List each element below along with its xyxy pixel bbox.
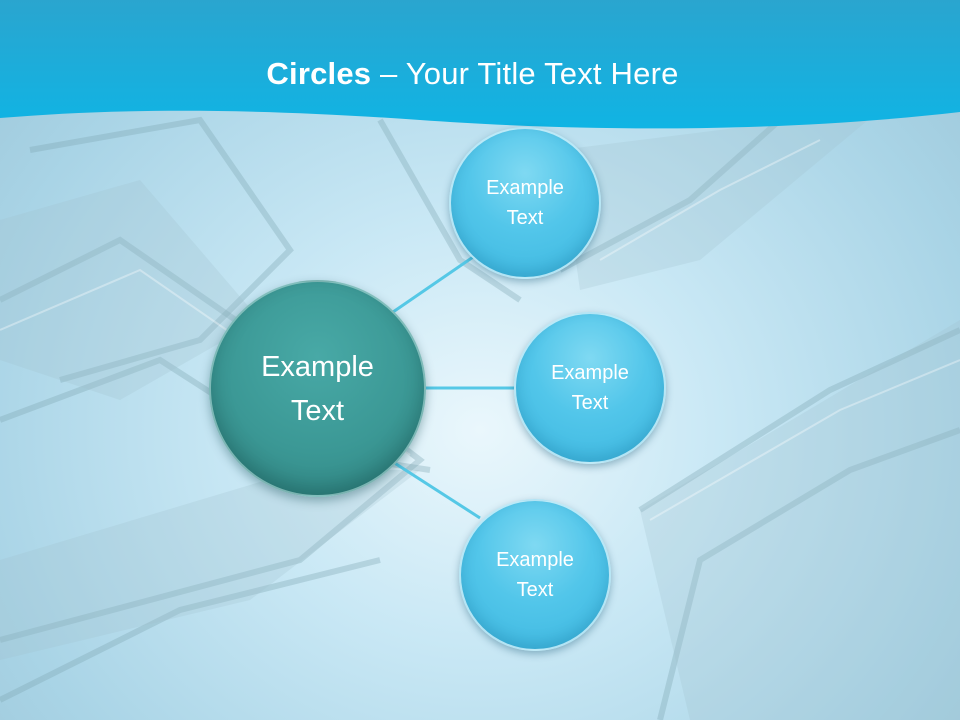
node-circle-middle: Example Text bbox=[514, 312, 666, 464]
node-label-line2: Text bbox=[506, 207, 544, 229]
node-label-line1: Example bbox=[496, 549, 574, 571]
connector-bottom bbox=[392, 460, 481, 520]
node-label-line1: Example bbox=[551, 362, 629, 384]
center-circle: Example Text bbox=[209, 280, 426, 497]
slide-title: Circles – Your Title Text Here bbox=[0, 52, 945, 96]
header-band bbox=[0, 0, 960, 129]
title-bold: Circles bbox=[266, 56, 372, 91]
center-label-line2: Text bbox=[290, 394, 345, 427]
node-circle-top: Example Text bbox=[449, 127, 601, 279]
node-circle-bottom: Example Text bbox=[459, 499, 611, 651]
node-label-line2: Text bbox=[516, 579, 554, 601]
center-label-line1: Example bbox=[261, 350, 374, 383]
node-label-line1: Example bbox=[486, 177, 564, 199]
title-rest: – Your Title Text Here bbox=[371, 56, 679, 91]
connector-top bbox=[392, 253, 477, 314]
node-label-line2: Text bbox=[571, 392, 609, 414]
